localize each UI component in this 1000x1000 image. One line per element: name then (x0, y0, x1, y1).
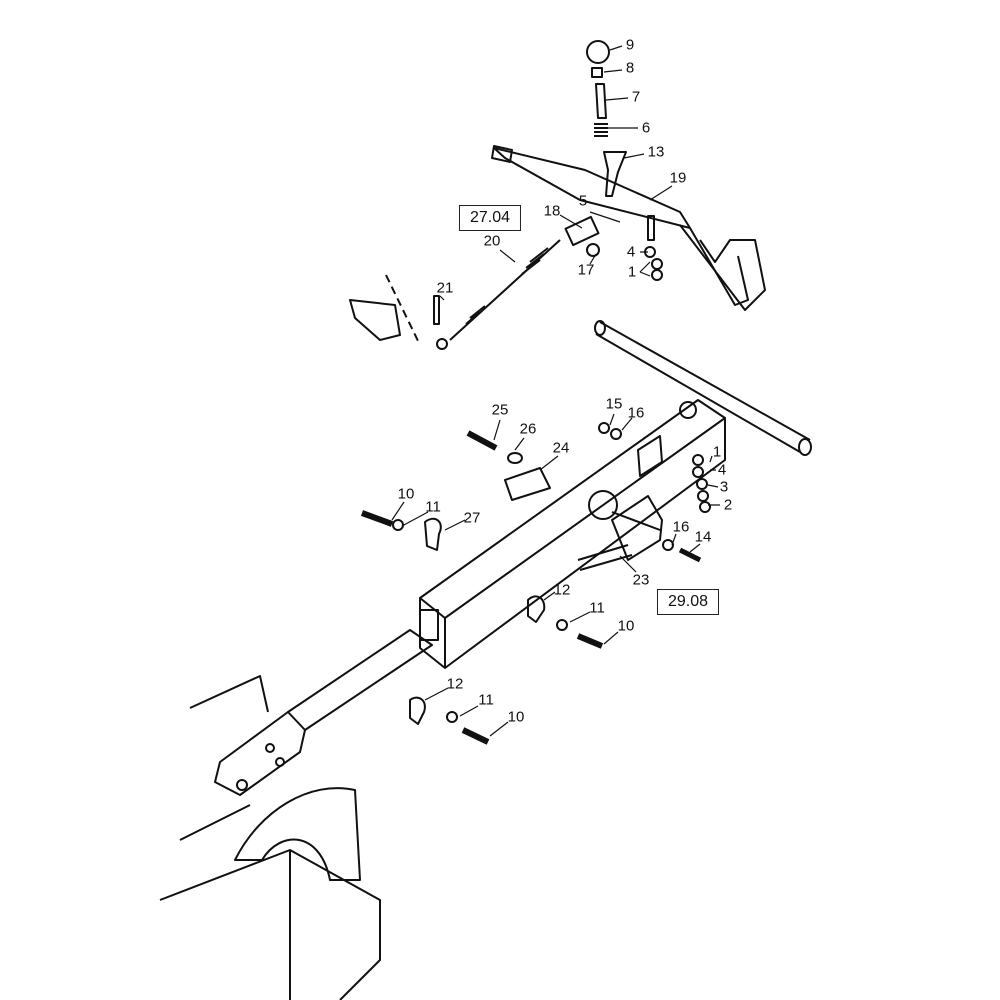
plate-part (637, 435, 663, 477)
valve-part (611, 495, 663, 561)
callout-10-low: 10 (507, 708, 525, 726)
hitch-bracket (234, 787, 361, 881)
callout-2: 2 (723, 496, 733, 514)
callout-10-mid: 10 (617, 617, 635, 635)
bracket-24 (504, 467, 551, 501)
clevis-part (564, 215, 600, 247)
callout-6: 6 (641, 119, 651, 137)
callout-11-low: 11 (478, 691, 494, 709)
callout-1-top: 1 (627, 263, 637, 281)
callout-18: 18 (543, 202, 561, 220)
pedal-frame (679, 224, 766, 311)
rod-part (595, 83, 607, 119)
spring-part (594, 123, 608, 137)
cone-part (603, 151, 627, 197)
knob-part (586, 40, 610, 64)
callout-12-low: 12 (446, 675, 464, 693)
callout-21: 21 (436, 279, 454, 297)
callout-20: 20 (483, 232, 501, 250)
callout-7: 7 (631, 88, 641, 106)
callout-25: 25 (491, 401, 509, 419)
reference-box-27-04[interactable]: 27.04 (458, 205, 522, 231)
clamp-27 (424, 517, 442, 551)
callout-1-mid: 1 (712, 443, 722, 461)
reference-box-29-08[interactable]: 29.08 (656, 589, 720, 615)
callout-15: 15 (605, 395, 623, 413)
callout-4-mid: 4 (717, 461, 727, 479)
callout-23: 23 (632, 571, 650, 589)
callout-24: 24 (552, 439, 570, 457)
callout-19: 19 (669, 169, 687, 187)
callout-10-left: 10 (397, 485, 415, 503)
crossbar-tube (595, 321, 811, 453)
callout-11-left: 11 (425, 498, 441, 516)
callout-8: 8 (625, 59, 635, 77)
nut-part (591, 67, 603, 78)
callout-27: 27 (463, 509, 481, 527)
bracket-part (349, 299, 401, 341)
callout-3: 3 (719, 478, 729, 496)
callout-12-mid: 12 (553, 581, 571, 599)
nut-17-part (586, 243, 600, 257)
callout-16-right: 16 (672, 518, 690, 536)
callout-11-mid: 11 (589, 599, 605, 617)
callout-13: 13 (647, 143, 665, 161)
callout-17: 17 (577, 261, 595, 279)
callout-4-top: 4 (626, 243, 636, 261)
callout-9: 9 (625, 36, 635, 54)
callout-14: 14 (694, 528, 712, 546)
lower-arm (287, 629, 433, 731)
callout-16-top: 16 (627, 404, 645, 422)
lever-grip (491, 145, 513, 163)
callout-26: 26 (519, 420, 537, 438)
callout-5: 5 (578, 192, 588, 210)
